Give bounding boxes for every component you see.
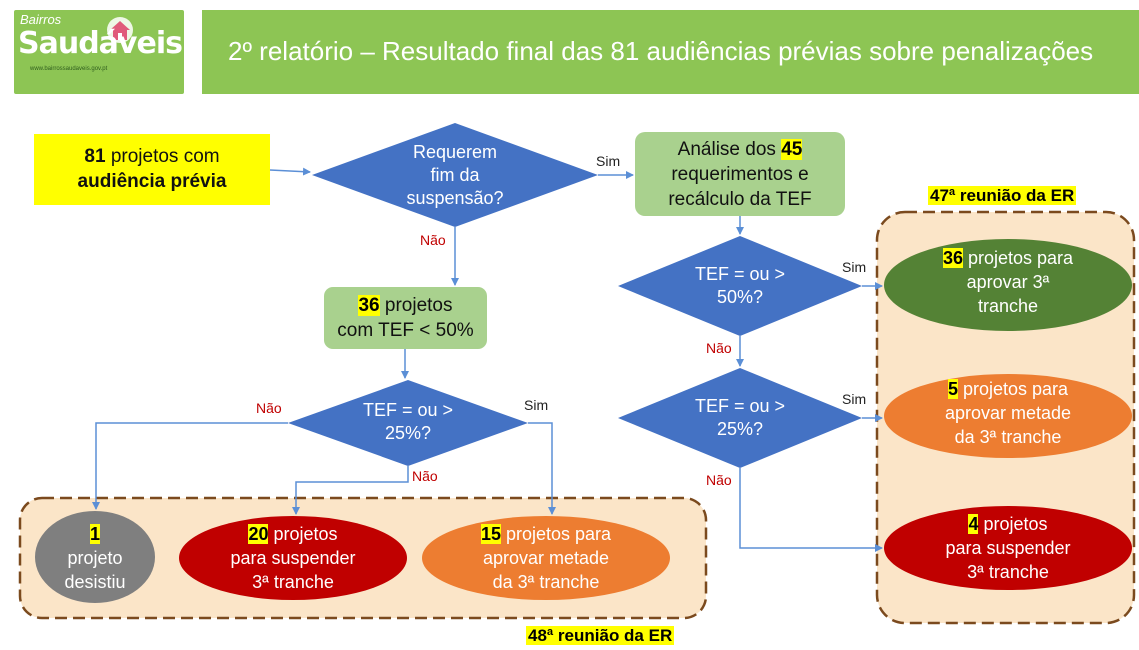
analysis-num: 45 <box>781 139 803 160</box>
start-line1: projetos com <box>105 146 220 167</box>
oval-orange-right-text: 5 projetos para aprovar metade da 3ª tra… <box>884 377 1132 449</box>
d1-line1: Requerem <box>412 142 498 162</box>
oval-orange-left-l3: da 3ª tranche <box>492 572 600 592</box>
house-icon <box>107 17 133 43</box>
analysis-l1: Análise dos <box>677 139 782 160</box>
oval-green-l3: tranche <box>977 296 1039 316</box>
diamond-requerem <box>312 123 598 227</box>
oval-red-right-text: 4 projetos para suspender 3ª tranche <box>884 512 1132 584</box>
logo-top-text: Bairros <box>20 12 62 27</box>
logo-url-text: www.bairrossaudaveis.gov.pt <box>30 66 108 72</box>
oval-red-left-l2: para suspender <box>230 548 356 568</box>
oval-orange-right <box>884 374 1132 458</box>
oval-orange-right-l3: da 3ª tranche <box>954 427 1062 447</box>
meeting-48-label: 48ª reunião da ER <box>526 626 675 646</box>
meeting-48-text: 48ª reunião da ER <box>526 626 675 645</box>
diamond-requerem-text: Requerem fim da suspensão? <box>360 141 550 210</box>
oval-orange-left-l1: projetos para <box>500 524 612 544</box>
arrow-d25l-to-red <box>292 466 409 515</box>
label-nao-d25l-left: Não <box>256 400 282 416</box>
box36-l1: projetos <box>379 295 453 316</box>
page-title: 2º relatório – Resultado final das 81 au… <box>228 36 1094 66</box>
arrow-d25l-to-gray <box>92 422 288 510</box>
oval-gray-num: 1 <box>89 524 100 544</box>
logo <box>14 10 184 94</box>
start-line2: audiência prévia <box>77 171 227 192</box>
oval-gray-l3: desistiu <box>64 572 126 592</box>
oval-red-left-l3: 3ª tranche <box>252 572 334 592</box>
dr1-l1: TEF = ou > <box>694 264 786 284</box>
oval-red-left <box>179 516 407 600</box>
meeting-47-text: 47ª reunião da ER <box>928 186 1077 205</box>
oval-red-left-l1: projetos <box>268 524 338 544</box>
diamond-tef-25-right <box>618 368 862 468</box>
label-nao-d25r: Não <box>706 472 732 488</box>
dr2-l1: TEF = ou > <box>694 396 786 416</box>
logo-main-text: Saudáveis <box>18 26 183 61</box>
oval-green-l1: projetos para <box>962 248 1074 268</box>
label-sim-d50: Sim <box>842 259 867 275</box>
d1-line2: fim da <box>430 165 480 185</box>
start-box <box>34 134 270 205</box>
oval-orange-right-l2: aprovar metade <box>944 403 1072 423</box>
oval-green-num: 36 <box>942 248 963 268</box>
diamond-tef50-text: TEF = ou > 50%? <box>660 263 820 309</box>
box36-l2: com TEF < 50% <box>337 320 474 341</box>
label-nao-d1: Não <box>420 232 446 248</box>
label-nao-d50: Não <box>706 340 732 356</box>
d1-line3: suspensão? <box>406 188 504 208</box>
analysis-l2: requerimentos e <box>671 164 809 185</box>
label-sim-d25r: Sim <box>842 391 867 407</box>
oval-green-text: 36 projetos para aprovar 3ª tranche <box>884 246 1132 318</box>
diamond-tef25l-text: TEF = ou > 25%? <box>328 399 488 445</box>
diamond-tef-50 <box>618 236 862 336</box>
oval-orange-right-l1: projetos para <box>957 379 1069 399</box>
oval-green-l2: aprovar 3ª <box>966 272 1050 292</box>
arrow-start-to-d1 <box>269 167 311 176</box>
analysis-text: Análise dos 45 requerimentos e recálculo… <box>635 137 845 212</box>
diamond-tef25r-text: TEF = ou > 25%? <box>660 395 820 441</box>
label-sim-d1: Sim <box>596 153 621 169</box>
title-bar <box>202 10 1139 94</box>
meeting-47-label: 47ª reunião da ER <box>928 186 1077 206</box>
box36-num: 36 <box>358 295 380 316</box>
oval-red-left-num: 20 <box>248 524 269 544</box>
dl-l2: 25%? <box>384 423 432 443</box>
oval-red-right <box>884 506 1132 590</box>
start-box-text: 81 projetos com audiência prévia <box>34 144 270 194</box>
oval-red-right-l1: projetos <box>978 514 1048 534</box>
dr1-l2: 50%? <box>716 287 764 307</box>
oval-gray <box>35 511 155 603</box>
arrow-d25l-to-orange <box>528 422 556 515</box>
arrow-d25r-to-red <box>739 468 883 552</box>
start-num: 81 <box>84 146 106 167</box>
dl-l1: TEF = ou > <box>362 400 454 420</box>
diamond-tef-25-left <box>288 380 528 466</box>
oval-orange-left-l2: aprovar metade <box>482 548 610 568</box>
analysis-l3: recálculo da TEF <box>668 189 812 210</box>
oval-gray-text: 1 projeto desistiu <box>35 522 155 594</box>
oval-orange-left-num: 15 <box>480 524 501 544</box>
oval-red-left-text: 20 projetos para suspender 3ª tranche <box>179 522 407 594</box>
box36-text: 36 projetos com TEF < 50% <box>324 293 487 343</box>
oval-red-right-l2: para suspender <box>945 538 1071 558</box>
oval-red-right-num: 4 <box>968 514 979 534</box>
oval-orange-left-text: 15 projetos para aprovar metade da 3ª tr… <box>422 522 670 594</box>
label-nao-d25l-down: Não <box>412 468 438 484</box>
dr2-l2: 25%? <box>716 419 764 439</box>
label-sim-d25l: Sim <box>524 397 549 413</box>
oval-orange-right-num: 5 <box>947 379 958 399</box>
oval-red-right-l3: 3ª tranche <box>967 562 1049 582</box>
oval-gray-l2: projeto <box>67 548 123 568</box>
